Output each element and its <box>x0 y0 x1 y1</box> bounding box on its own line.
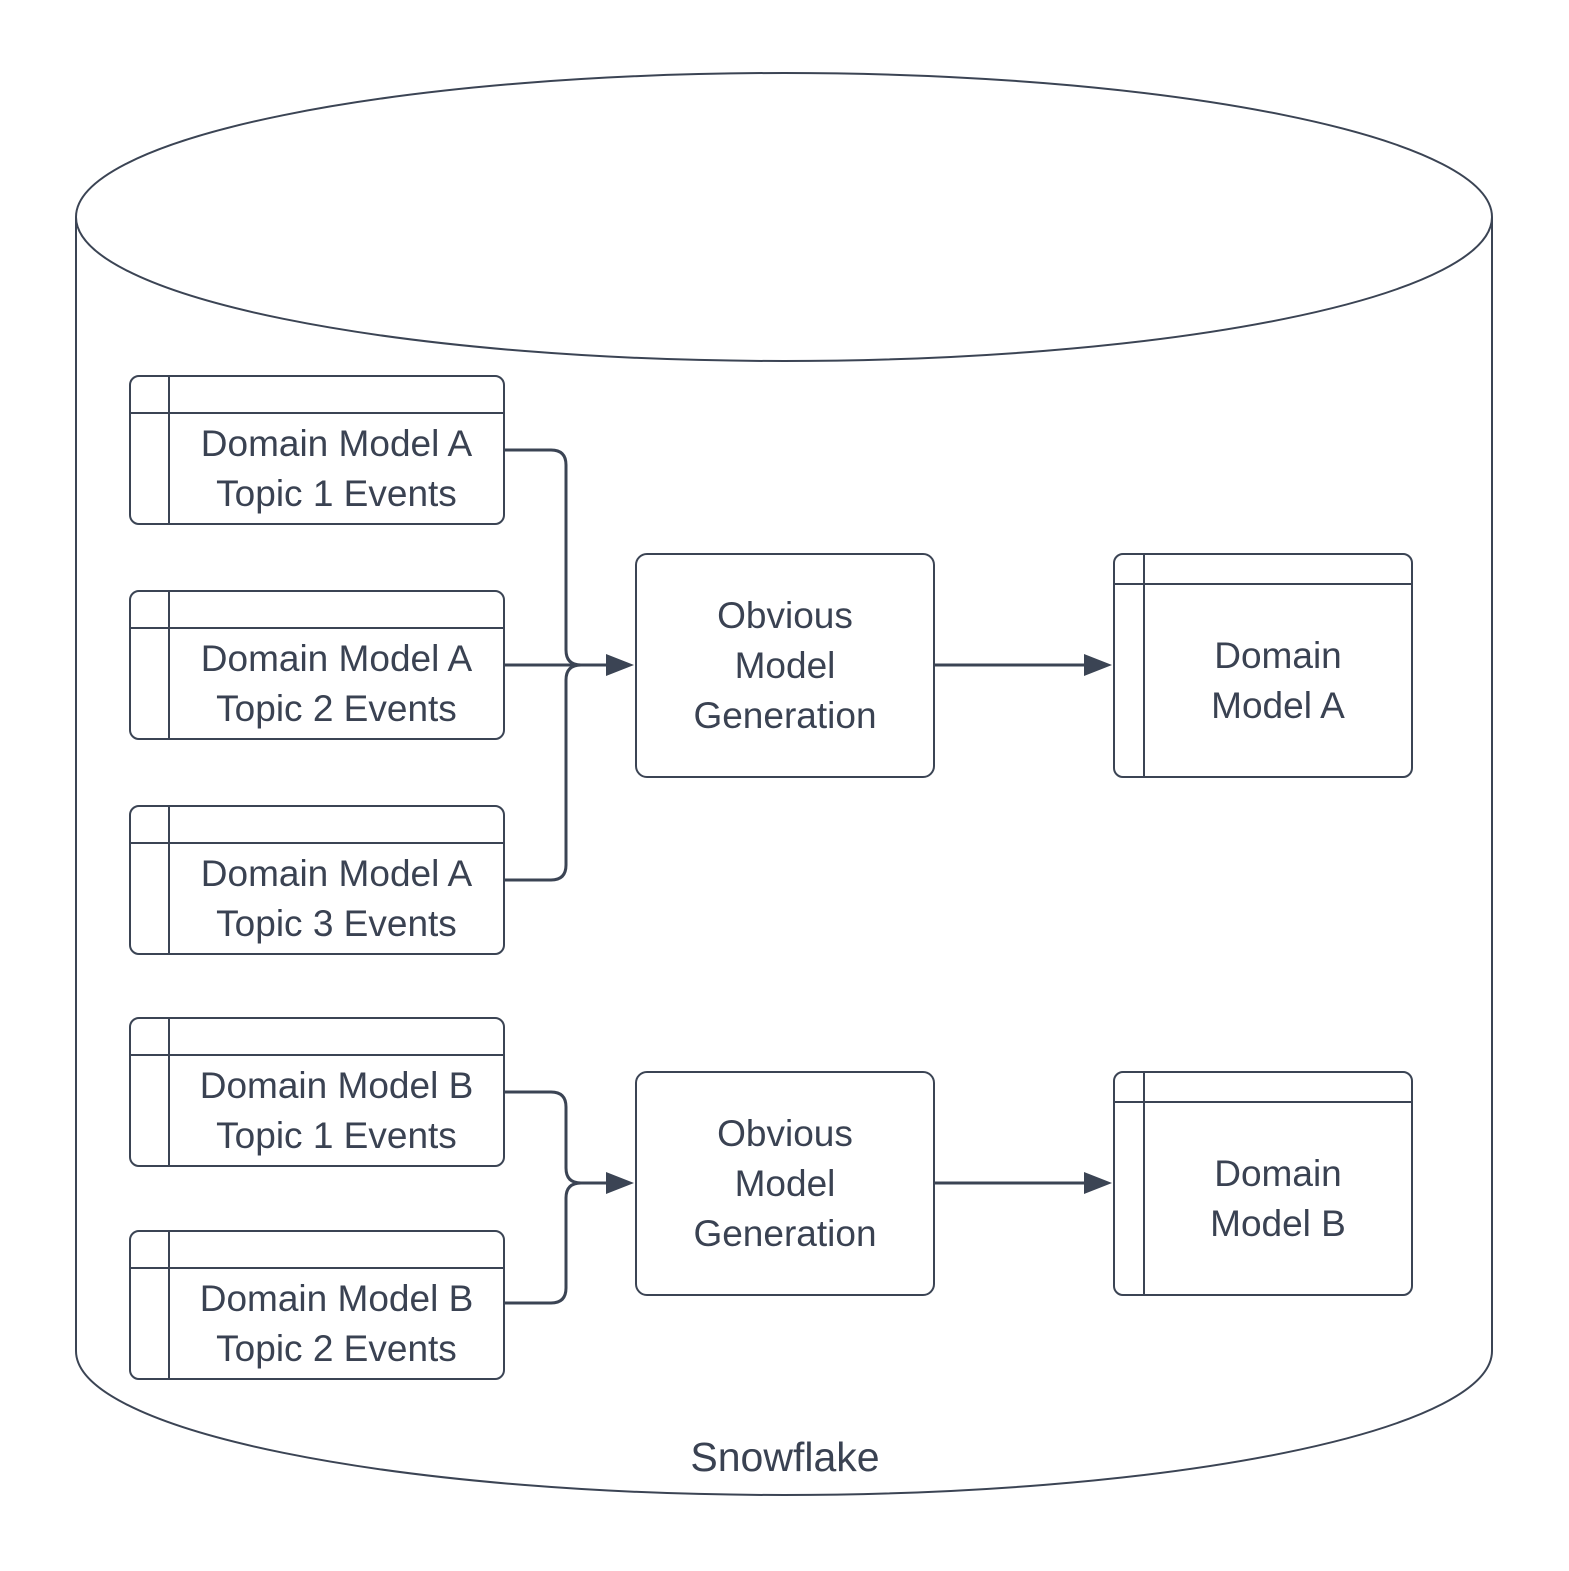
label-line: Topic 1 Events <box>216 1114 457 1156</box>
label-line: Model A <box>1211 684 1345 726</box>
table-header-divider <box>131 627 503 629</box>
table-column-divider <box>168 1019 170 1165</box>
edge-topic-b2-gen-b <box>505 1181 582 1305</box>
node-label: Domain Model A Topic 3 Events <box>170 844 503 953</box>
arrowhead-into-model-a-icon <box>1084 654 1112 676</box>
table-column-divider <box>168 377 170 523</box>
node-label: Domain Model B Topic 2 Events <box>170 1269 503 1378</box>
node-label: Domain Model B <box>1145 1103 1411 1294</box>
label-line: Domain Model A <box>200 637 473 679</box>
node-domain-model-b-topic-2-events[interactable]: Domain Model B Topic 2 Events <box>129 1230 505 1380</box>
node-label: Domain Model A <box>1145 585 1411 776</box>
node-label: Domain Model A Topic 2 Events <box>170 629 503 738</box>
table-column-divider <box>168 592 170 738</box>
table-column-divider <box>168 1232 170 1378</box>
table-header-divider <box>1115 1101 1411 1103</box>
label-line: Model <box>734 1162 836 1204</box>
table-column-divider <box>1143 555 1145 776</box>
node-label: Domain Model B Topic 1 Events <box>170 1056 503 1165</box>
node-obvious-model-generation-b[interactable]: Obvious Model Generation <box>635 1071 935 1296</box>
label-line: Generation <box>693 694 877 736</box>
edge-topic-b1-gen-b <box>505 1090 582 1185</box>
cylinder-bottom-arc <box>75 1350 1493 1496</box>
node-domain-model-a[interactable]: Domain Model A <box>1113 553 1413 778</box>
label-line: Topic 2 Events <box>216 1327 457 1369</box>
node-domain-model-a-topic-3-events[interactable]: Domain Model A Topic 3 Events <box>129 805 505 955</box>
arrowhead-into-gen-b-icon <box>606 1172 634 1194</box>
label-line: Topic 1 Events <box>216 472 457 514</box>
label-line: Domain Model B <box>199 1277 474 1319</box>
label-line: Model <box>734 644 836 686</box>
node-obvious-model-generation-a[interactable]: Obvious Model Generation <box>635 553 935 778</box>
table-header-divider <box>131 1267 503 1269</box>
cylinder-top-ellipse <box>75 72 1493 362</box>
label-line: Generation <box>693 1212 877 1254</box>
snowflake-cylinder <box>75 72 1493 1496</box>
arrowhead-into-model-b-icon <box>1084 1172 1112 1194</box>
table-header-divider <box>1115 583 1411 585</box>
cylinder-label-snowflake: Snowflake <box>690 1434 880 1480</box>
table-header-divider <box>131 842 503 844</box>
node-domain-model-a-topic-2-events[interactable]: Domain Model A Topic 2 Events <box>129 590 505 740</box>
edge-topic-a3-gen-a <box>505 663 582 882</box>
label-line: Domain Model B <box>199 1064 474 1106</box>
arrowheads <box>606 654 1112 1194</box>
label-line: Topic 3 Events <box>216 902 457 944</box>
table-column-divider <box>1143 1073 1145 1294</box>
node-domain-model-b[interactable]: Domain Model B <box>1113 1071 1413 1296</box>
label-line: Domain <box>1214 1152 1342 1194</box>
label-line: Domain Model A <box>200 852 473 894</box>
table-header-divider <box>131 1054 503 1056</box>
node-label: Domain Model A Topic 1 Events <box>170 414 503 523</box>
node-domain-model-a-topic-1-events[interactable]: Domain Model A Topic 1 Events <box>129 375 505 525</box>
label-line: Domain Model A <box>200 422 473 464</box>
label-line: Domain <box>1214 634 1342 676</box>
label-line: Model B <box>1210 1202 1346 1244</box>
table-header-divider <box>131 412 503 414</box>
table-column-divider <box>168 807 170 953</box>
edge-topic-a1-gen-a <box>505 448 582 667</box>
label-line: Obvious <box>717 594 853 636</box>
label-line: Topic 2 Events <box>216 687 457 729</box>
node-domain-model-b-topic-1-events[interactable]: Domain Model B Topic 1 Events <box>129 1017 505 1167</box>
arrowhead-into-gen-a-icon <box>606 654 634 676</box>
label-line: Obvious <box>717 1112 853 1154</box>
